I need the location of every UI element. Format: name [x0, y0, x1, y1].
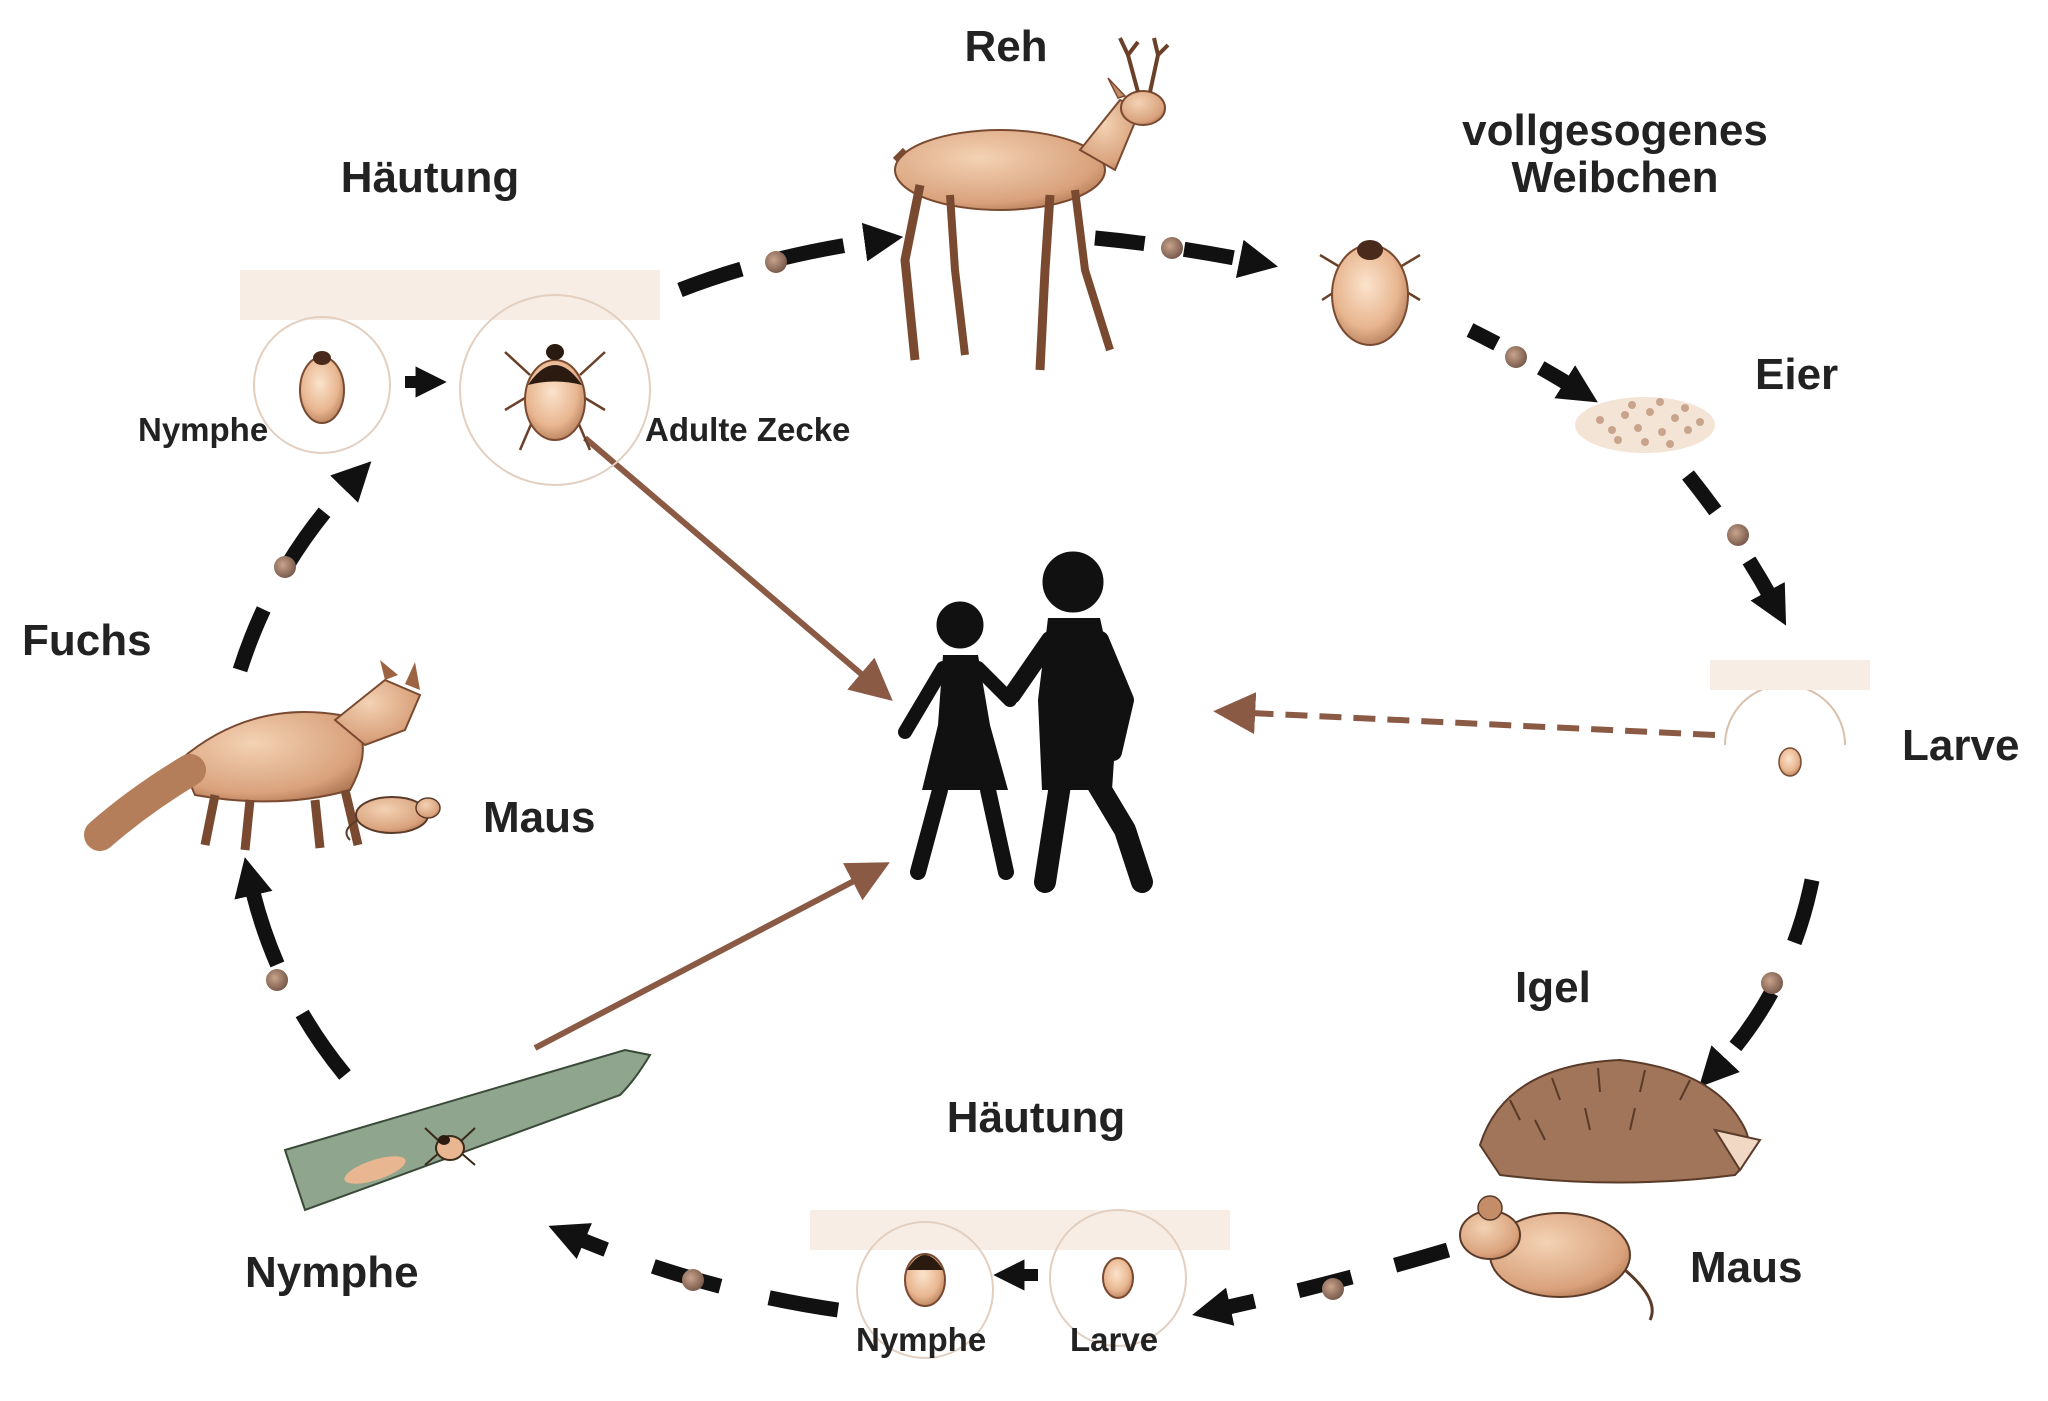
- label-nymphe-bottom: Nymphe: [856, 1321, 987, 1358]
- arrow-nymphe-to-human: [533, 862, 890, 1051]
- label-haeutung-top: Häutung: [340, 153, 520, 202]
- arrow-eier-to-larve: [1682, 470, 1787, 626]
- label-reh: Reh: [964, 22, 1048, 71]
- label-weibchen-line1: vollgesogenes: [1462, 106, 1768, 155]
- arrow-adult-to-human: [583, 435, 893, 701]
- infection-arrows: [533, 435, 1716, 1051]
- eggs-cluster-icon: [1575, 397, 1715, 453]
- human-couple-icon: [898, 551, 1153, 893]
- molting-larva-nymph-bottom: [810, 1209, 1230, 1359]
- larva-right-icon: [1710, 660, 1870, 777]
- cycle-path-dots: [266, 237, 1783, 1300]
- grass-blade-illustration: [283, 1048, 652, 1212]
- label-adulte-zecke: Adulte Zecke: [645, 411, 851, 448]
- label-igel: Igel: [1515, 963, 1591, 1012]
- label-haeutung-bottom: Häutung: [946, 1093, 1126, 1142]
- life-cycle-arrows: [232, 222, 1820, 1326]
- deer-illustration: [892, 37, 1170, 371]
- mouse-left-illustration: [345, 796, 441, 841]
- engorged-female-tick-icon: [1319, 240, 1421, 346]
- label-nymphe-grass: Nymphe: [245, 1248, 419, 1297]
- arrow-larve-to-human: [1213, 692, 1716, 738]
- label-eier: Eier: [1755, 350, 1839, 399]
- arrow-larve-to-igel: [1699, 878, 1820, 1088]
- fox-illustration: [84, 660, 422, 851]
- arrow-nymphe-to-fuchs: [234, 857, 351, 1080]
- arrow-reh-to-weibchen: [1094, 230, 1278, 279]
- label-maus-right: Maus: [1690, 1243, 1803, 1292]
- arrow-weibchen-to-eier: [1466, 323, 1598, 403]
- arrow-fuchs-to-nymphe-molt: [232, 461, 372, 673]
- label-weibchen-line2: Weibchen: [1511, 153, 1719, 202]
- hedgehog-illustration: [1478, 1058, 1762, 1184]
- label-maus-left: Maus: [483, 793, 596, 842]
- molting-nymph-adult-top: [240, 270, 660, 486]
- label-nymphe-top: Nymphe: [138, 411, 269, 448]
- label-larve-bottom: Larve: [1070, 1321, 1159, 1358]
- label-larve-right: Larve: [1902, 721, 2020, 770]
- mouse-right-illustration: [1459, 1195, 1654, 1321]
- label-fuchs: Fuchs: [22, 616, 152, 665]
- arrow-haeutung-to-reh: [677, 222, 904, 297]
- arrow-molt-to-nymphe: [548, 1223, 840, 1318]
